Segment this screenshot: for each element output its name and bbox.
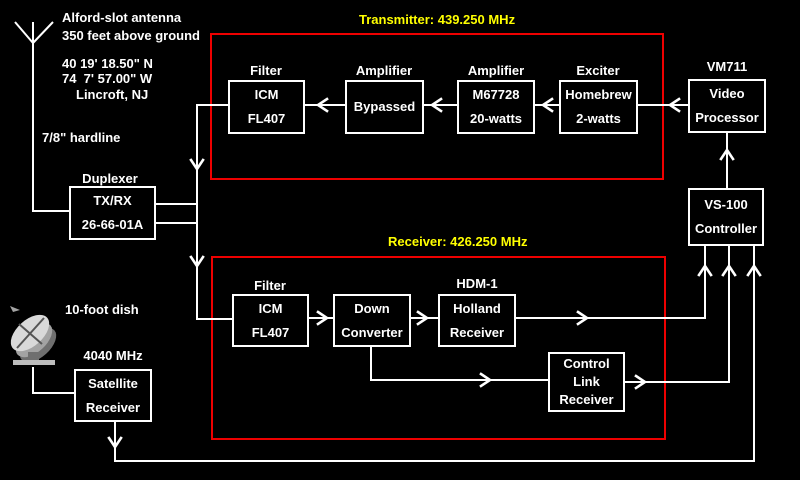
- transmitter-section-frame: [210, 33, 664, 180]
- arrow-up-icon: [719, 147, 735, 161]
- arrow-down-icon: [189, 158, 205, 172]
- satellite-wires: [32, 245, 755, 462]
- receiver-section-frame: [211, 256, 666, 440]
- arrow-right-icon: [416, 310, 430, 326]
- holland-receiver-box: Holland Receiver: [438, 294, 516, 347]
- arrow-left-icon: [667, 97, 681, 113]
- antenna-latitude: 40 19' 18.50" N: [62, 56, 153, 71]
- holland-receiver-label: HDM-1: [456, 276, 498, 291]
- transmitter-title: Transmitter: 439.250 MHz: [359, 12, 516, 27]
- control-link-receiver-box: Control Link Receiver: [548, 352, 625, 412]
- video-processor-label: VM711: [706, 59, 748, 74]
- tx-filter-label: Filter: [250, 63, 282, 78]
- arrow-left-icon: [540, 97, 554, 113]
- feedline-label: 7/8" hardline: [42, 130, 121, 145]
- satellite-receiver-box: Satellite Receiver: [74, 369, 152, 422]
- tx-filter-box: ICM FL407: [228, 80, 305, 134]
- arrow-right-icon: [316, 310, 330, 326]
- arrow-down-icon: [107, 436, 123, 450]
- arrow-down-icon: [189, 255, 205, 269]
- antenna-longitude: 74 7' 57.00" W: [62, 71, 153, 86]
- video-processor-box: Video Processor: [688, 79, 766, 133]
- dish-label: 10-foot dish: [65, 302, 139, 317]
- tx-amplifier-bypassed-box: Bypassed: [345, 80, 424, 134]
- duplexer-label: Duplexer: [82, 171, 138, 186]
- arrow-right-icon: [576, 310, 590, 326]
- controller-box: VS-100 Controller: [688, 188, 764, 246]
- arrow-up-icon: [721, 263, 737, 277]
- antenna-icon: [14, 21, 69, 212]
- antenna-location: Lincroft, NJ: [76, 87, 149, 102]
- down-converter-box: Down Converter: [333, 294, 411, 347]
- tx-amplifier-m67728-box: M67728 20-watts: [457, 80, 535, 134]
- antenna-name: Alford-slot antenna: [62, 10, 182, 25]
- tx-amplifier-m67728-label: Amplifier: [467, 63, 525, 78]
- antenna-height: 350 feet above ground: [62, 28, 200, 43]
- exciter-label: Exciter: [576, 63, 620, 78]
- exciter-box: Homebrew 2-watts: [559, 80, 638, 134]
- arrow-up-icon: [697, 263, 713, 277]
- satellite-receiver-frequency-label: 4040 MHz: [83, 348, 143, 363]
- arrow-left-icon: [429, 97, 443, 113]
- transmitter-wires: [155, 97, 735, 320]
- rx-filter-label: Filter: [254, 278, 286, 293]
- arrow-right-icon: [479, 372, 493, 388]
- rx-filter-box: ICM FL407: [232, 294, 309, 347]
- arrow-left-icon: [315, 97, 329, 113]
- tx-amplifier-bypassed-label: Amplifier: [355, 63, 413, 78]
- arrow-right-icon: [634, 374, 648, 390]
- receiver-wires: [189, 245, 762, 390]
- satellite-dish-icon: [10, 306, 57, 365]
- receiver-title: Receiver: 426.250 MHz: [388, 234, 528, 249]
- duplexer-box: TX/RX 26-66-01A: [69, 186, 156, 240]
